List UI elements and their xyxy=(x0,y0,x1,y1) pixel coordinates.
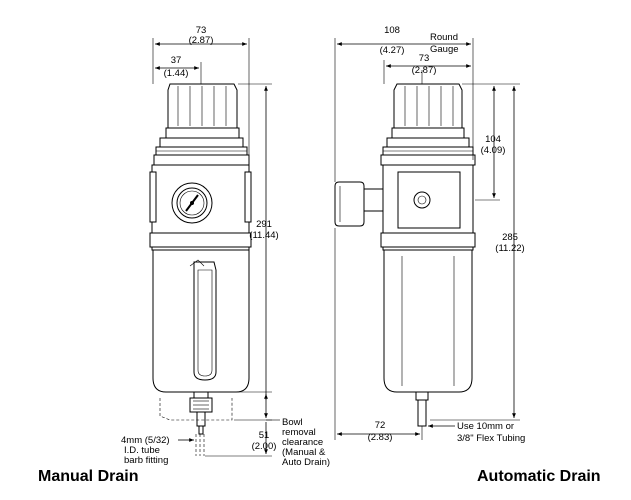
regulator-body xyxy=(149,164,252,251)
dim-gauge-108: 108 (4.27) Round Gauge xyxy=(334,25,474,182)
dim-gauge-in: (4.27) xyxy=(380,45,405,56)
dim-width-73-right: 73 (2.87) xyxy=(383,53,471,84)
tubing-note: Use 10mm or 3/8" Flex Tubing xyxy=(428,421,525,444)
tube-note-line-3: barb fitting xyxy=(124,455,168,466)
dim-half-mm: 37 xyxy=(171,55,182,66)
dim-port-mm: 104 xyxy=(485,134,501,145)
tubing-note-line-1: Use 10mm or xyxy=(457,421,514,432)
dim-port-in: (4.09) xyxy=(481,145,506,156)
dim-height-right-mm: 285 xyxy=(502,232,518,243)
dim-drain-in: (2.83) xyxy=(368,432,393,443)
dim-drain-72: 72 (2.83) xyxy=(334,228,423,443)
right-filter-regulator: 108 (4.27) Round Gauge 73 (2.87) 104 (4.… xyxy=(334,25,525,444)
tubing-note-line-2: 3/8" Flex Tubing xyxy=(457,433,525,444)
tube-note-line-2: I.D. tube xyxy=(124,445,160,456)
round-gauge xyxy=(334,181,384,227)
gauge-note-line-1: Round xyxy=(430,32,458,43)
removal-note: Bowl removal clearance (Manual & Auto Dr… xyxy=(266,417,330,468)
pressure-gauge xyxy=(171,182,213,224)
dim-removal-in: (2.00) xyxy=(252,441,277,452)
dim-port-104: 104 (4.09) xyxy=(462,83,520,201)
dim-width-mm: 73 xyxy=(196,25,207,36)
removal-note-line-1: Bowl xyxy=(282,417,303,428)
dim-width-in: (2.87) xyxy=(189,35,214,46)
tube-note: 4mm (5/32) I.D. tube barb fitting xyxy=(121,435,194,466)
automatic-drain-fitting xyxy=(415,391,429,427)
removal-note-line-2: removal xyxy=(282,427,316,438)
adjustment-knob xyxy=(153,83,250,166)
dim-width-right-mm: 73 xyxy=(419,53,430,64)
dim-half-37: 37 (1.44) xyxy=(155,55,202,79)
bowl-removal-outline xyxy=(159,398,233,456)
adjustment-knob-right xyxy=(380,83,476,166)
dim-drain-mm: 72 xyxy=(375,420,386,431)
dim-height-in: (11.44) xyxy=(249,230,278,241)
removal-note-line-5: Auto Drain) xyxy=(282,457,330,468)
dim-width-73: 73 (2.87) xyxy=(152,25,250,160)
dim-gauge-mm: 108 xyxy=(384,25,400,36)
gauge-note-line-2: Gauge xyxy=(430,44,459,55)
left-filter-regulator: 73 (2.87) 37 (1.44) 291 (11.44) 51 (2.00… xyxy=(121,25,330,468)
filter-bowl xyxy=(152,249,250,393)
dim-height-285: 285 (11.22) xyxy=(430,86,525,421)
dim-height-right-in: (11.22) xyxy=(495,243,524,254)
filter-bowl-right xyxy=(383,249,473,393)
dim-width-right-in: (2.87) xyxy=(412,65,437,76)
manual-drain-fitting xyxy=(189,391,213,435)
dim-height-291: 291 (11.44) xyxy=(234,83,279,421)
tube-note-line-1: 4mm (5/32) xyxy=(121,435,170,446)
caption-automatic-drain: Automatic Drain xyxy=(477,468,601,485)
regulator-body-right xyxy=(380,164,476,251)
dim-removal-mm: 51 xyxy=(259,430,270,441)
removal-note-line-3: clearance xyxy=(282,437,323,448)
removal-note-line-4: (Manual & xyxy=(282,447,326,458)
dim-removal-51: 51 (2.00) xyxy=(205,391,277,457)
dim-half-in: (1.44) xyxy=(164,68,189,79)
dim-height-mm: 291 xyxy=(256,219,272,230)
caption-manual-drain: Manual Drain xyxy=(38,468,139,485)
